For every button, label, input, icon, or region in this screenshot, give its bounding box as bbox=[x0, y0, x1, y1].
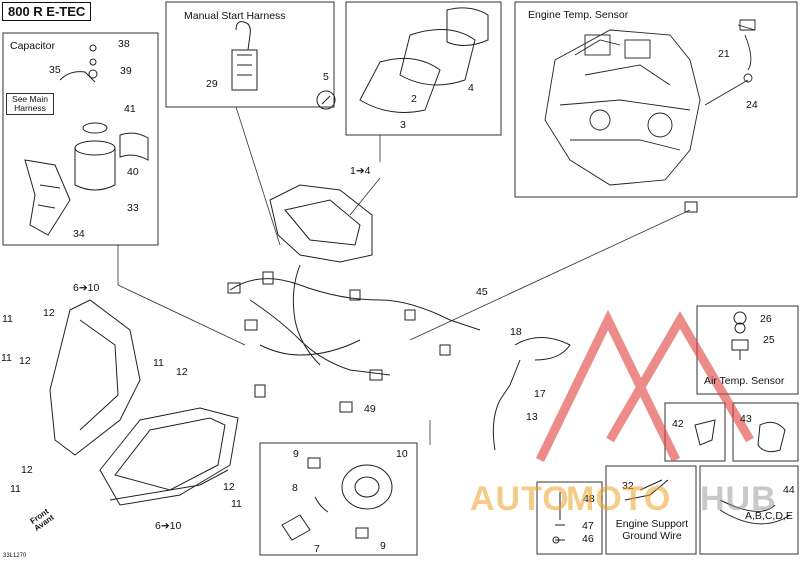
callout-48: 48 bbox=[583, 493, 595, 505]
callout-abcde: A,B,C,D,E bbox=[745, 510, 793, 522]
gauge-frame bbox=[345, 1, 502, 136]
callout-41: 41 bbox=[124, 103, 136, 115]
part-44-frame bbox=[699, 465, 799, 555]
diagram-title: 800 R E-TEC bbox=[2, 2, 92, 21]
callout-29: 29 bbox=[206, 78, 218, 90]
callout-12-a: 12 bbox=[43, 307, 55, 319]
callout-2: 2 bbox=[411, 93, 417, 105]
callout-44: 44 bbox=[783, 484, 795, 496]
callout-11-a: 11 bbox=[2, 313, 13, 325]
section-manual-start: Manual Start Harness bbox=[184, 10, 286, 22]
callout-11-b: 11 bbox=[1, 352, 12, 364]
callout-4: 4 bbox=[468, 82, 474, 94]
part-43-frame bbox=[732, 402, 799, 462]
watermark-hub: HUB bbox=[700, 480, 777, 518]
callout-24: 24 bbox=[746, 99, 758, 111]
engine-temp-frame bbox=[514, 1, 798, 198]
callout-25: 25 bbox=[763, 334, 775, 346]
callout-9-top: 9 bbox=[293, 448, 299, 460]
callout-11-d: 11 bbox=[10, 483, 21, 495]
callout-33: 33 bbox=[127, 202, 139, 214]
callout-6-10-top: 6➔10 bbox=[73, 282, 100, 294]
section-air-temp: Air Temp. Sensor bbox=[704, 375, 785, 387]
callout-26: 26 bbox=[760, 313, 772, 325]
callout-42: 42 bbox=[672, 418, 684, 430]
callout-35: 35 bbox=[49, 64, 61, 76]
engine-support-frame bbox=[605, 465, 697, 555]
headlamp-bulb-frame bbox=[259, 442, 418, 556]
callout-8: 8 bbox=[292, 482, 298, 494]
callout-32: 32 bbox=[622, 480, 634, 492]
callout-7: 7 bbox=[314, 543, 320, 555]
callout-47: 47 bbox=[582, 520, 594, 532]
fastener-frame bbox=[536, 481, 603, 555]
section-capacitor: Capacitor bbox=[10, 40, 55, 52]
callout-18: 18 bbox=[510, 326, 522, 338]
callout-1-4: 1➔4 bbox=[350, 165, 371, 177]
callout-45: 45 bbox=[476, 286, 488, 298]
see-main-harness-note: See Main Harness bbox=[6, 93, 54, 115]
callout-21: 21 bbox=[718, 48, 730, 60]
diagram-code: 33L1270 bbox=[3, 553, 27, 559]
callout-10: 10 bbox=[396, 448, 408, 460]
callout-34: 34 bbox=[73, 228, 85, 240]
callout-49: 49 bbox=[364, 403, 376, 415]
watermark-logo bbox=[535, 309, 754, 462]
callout-12-c: 12 bbox=[176, 366, 188, 378]
watermark-moto: MOTO bbox=[566, 480, 672, 518]
callout-39: 39 bbox=[120, 65, 132, 77]
section-engine-temp: Engine Temp. Sensor bbox=[528, 9, 629, 21]
callout-38: 38 bbox=[118, 38, 130, 50]
capacitor-frame bbox=[2, 32, 159, 246]
callout-5: 5 bbox=[323, 71, 329, 83]
watermark-auto: AUTO bbox=[470, 480, 570, 518]
callout-12-e: 12 bbox=[223, 481, 235, 493]
callout-17: 17 bbox=[534, 388, 546, 400]
manual-start-frame bbox=[165, 1, 335, 108]
callout-11-e: 11 bbox=[231, 498, 242, 510]
callout-40: 40 bbox=[127, 166, 139, 178]
callout-3: 3 bbox=[400, 119, 406, 131]
callout-12-d: 12 bbox=[21, 464, 33, 476]
callout-11-c: 11 bbox=[153, 357, 164, 369]
callout-13: 13 bbox=[526, 411, 538, 423]
callout-46: 46 bbox=[582, 533, 594, 545]
callout-12-b: 12 bbox=[19, 355, 31, 367]
section-engine-support: Engine Support Ground Wire bbox=[615, 518, 689, 542]
callout-6-10-bottom: 6➔10 bbox=[155, 520, 182, 532]
callout-43: 43 bbox=[740, 413, 752, 425]
callout-9-bottom: 9 bbox=[380, 540, 386, 552]
